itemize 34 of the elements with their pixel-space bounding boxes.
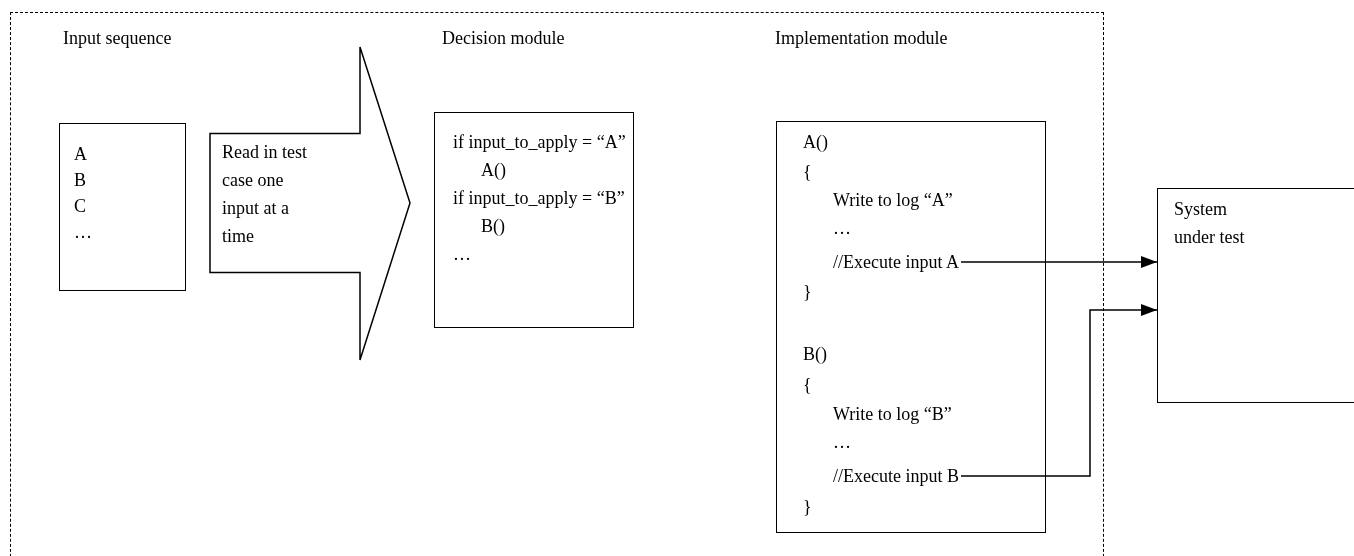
module-box: [434, 112, 634, 328]
list-item: C: [74, 195, 86, 218]
code-line: }: [803, 281, 812, 304]
module-box: [776, 121, 1046, 533]
module-heading: Decision module: [442, 27, 565, 50]
code-line: {: [803, 374, 812, 397]
list-item: …: [74, 221, 92, 244]
code-line: //Execute input B: [833, 463, 959, 489]
code-line: if input_to_apply = “B”: [453, 187, 625, 210]
code-line: }: [803, 496, 812, 519]
module-heading: Implementation module: [775, 27, 948, 50]
dashed-boundary: [10, 12, 1104, 556]
code-line: …: [833, 217, 851, 240]
arrow: [960, 304, 1158, 477]
code-line: if input_to_apply = “A”: [453, 131, 626, 154]
code-line: A(): [803, 131, 828, 154]
code-line: B(): [803, 343, 827, 366]
code-line: A(): [481, 159, 506, 182]
code-line: B(): [481, 215, 505, 238]
arrow: [960, 256, 1158, 268]
module-box: [59, 123, 186, 291]
list-item: A: [74, 143, 87, 166]
code-line: Write to log “B”: [833, 403, 952, 426]
system-box: [1157, 188, 1354, 403]
code-line: {: [803, 161, 812, 184]
module-heading: Input sequence: [63, 27, 172, 50]
box-label: System under test: [1174, 198, 1246, 249]
list-item: B: [74, 169, 86, 192]
code-line: //Execute input A: [833, 249, 959, 275]
code-line: …: [833, 431, 851, 454]
block-arrow: [209, 46, 411, 361]
code-line: Write to log “A”: [833, 189, 953, 212]
edge-label: Read in test case one input at a time: [222, 140, 308, 248]
code-line: …: [453, 243, 471, 266]
